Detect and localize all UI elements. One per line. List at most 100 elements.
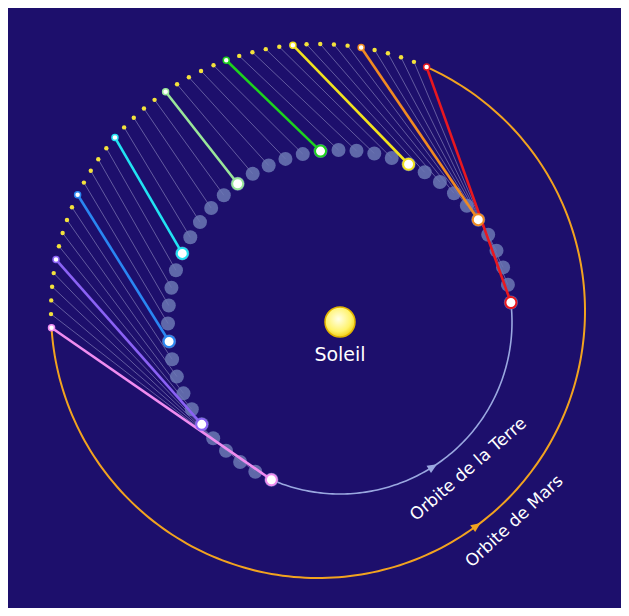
mars-key-position bbox=[163, 89, 169, 95]
mars-orbit bbox=[52, 67, 585, 578]
mars-dot bbox=[70, 205, 74, 209]
earth-key-position bbox=[164, 336, 175, 347]
mars-dot bbox=[211, 63, 215, 67]
mars-arrow bbox=[470, 523, 480, 532]
mars-dot bbox=[50, 285, 54, 289]
mars-dot bbox=[399, 55, 403, 59]
mars-dot bbox=[291, 43, 295, 47]
mars-dot bbox=[345, 43, 349, 47]
earth-key-position bbox=[505, 297, 516, 308]
sight-line bbox=[72, 207, 172, 359]
sight-line bbox=[239, 56, 338, 150]
mars-dot bbox=[424, 65, 428, 69]
mars-dot bbox=[113, 135, 117, 139]
sight-lines bbox=[51, 44, 511, 480]
earth-key-position bbox=[473, 214, 484, 225]
earth-dot bbox=[161, 317, 175, 331]
sight-line bbox=[177, 84, 253, 174]
earth-key-position bbox=[177, 248, 188, 259]
earth-dot bbox=[170, 370, 184, 384]
earth-dot bbox=[331, 143, 345, 157]
mars-dot bbox=[332, 42, 336, 46]
earth-key-position bbox=[403, 159, 414, 170]
mars-dot bbox=[75, 193, 79, 197]
earth-dot bbox=[262, 158, 276, 172]
mars-dot bbox=[318, 42, 322, 46]
mars-dot bbox=[187, 75, 191, 79]
mars-dot bbox=[122, 125, 126, 129]
key-sight-line bbox=[52, 328, 272, 480]
mars-key-position bbox=[75, 192, 81, 198]
key-sight-line bbox=[166, 92, 238, 184]
mars-key-position bbox=[49, 325, 55, 331]
key-sightings bbox=[49, 42, 517, 485]
earth-dot bbox=[504, 296, 518, 310]
earth-dot bbox=[246, 167, 260, 181]
sight-line bbox=[427, 67, 511, 302]
sight-line bbox=[134, 118, 200, 222]
sight-line bbox=[293, 45, 409, 164]
mars-dot bbox=[57, 244, 61, 248]
earth-key-position bbox=[232, 178, 243, 189]
sight-line bbox=[201, 71, 285, 159]
mars-key-position bbox=[290, 42, 296, 48]
mars-key-position bbox=[358, 45, 364, 51]
mars-dot bbox=[52, 271, 56, 275]
sight-line bbox=[214, 65, 303, 154]
mars-dot bbox=[304, 42, 308, 46]
earth-arrow bbox=[427, 464, 438, 473]
earth-dot bbox=[164, 281, 178, 295]
sight-line bbox=[307, 44, 425, 172]
mars-dot bbox=[132, 116, 136, 120]
earth-key-position bbox=[315, 146, 326, 157]
sight-line bbox=[106, 148, 176, 270]
mars-dot bbox=[163, 90, 167, 94]
sight-line bbox=[320, 44, 440, 182]
mars-dot bbox=[199, 69, 203, 73]
mars-key-position bbox=[424, 64, 430, 70]
sight-line bbox=[52, 328, 272, 480]
earth-key-position bbox=[266, 474, 277, 485]
mars-dot bbox=[54, 257, 58, 261]
sight-line bbox=[115, 138, 182, 254]
mars-dot bbox=[264, 47, 268, 51]
mars-dot bbox=[175, 82, 179, 86]
earth-dot bbox=[204, 201, 218, 215]
sun-label: Soleil bbox=[314, 344, 365, 365]
mars-dot bbox=[96, 157, 100, 161]
sight-line bbox=[78, 195, 169, 342]
earth-dot bbox=[278, 152, 292, 166]
mars-dot bbox=[49, 326, 53, 330]
mars-dot bbox=[372, 48, 376, 52]
earth-dot bbox=[183, 230, 197, 244]
sight-line bbox=[279, 47, 391, 158]
key-sight-line bbox=[115, 138, 182, 254]
mars-dot bbox=[277, 45, 281, 49]
mars-dot bbox=[65, 218, 69, 222]
mars-dot bbox=[359, 45, 363, 49]
mars-dot bbox=[237, 54, 241, 58]
key-sight-line bbox=[226, 60, 320, 151]
earth-dot bbox=[175, 246, 189, 260]
sun bbox=[325, 307, 355, 337]
sight-line bbox=[155, 100, 224, 195]
sight-line bbox=[266, 49, 375, 153]
earth-dot bbox=[169, 263, 183, 277]
mars-dot bbox=[152, 98, 156, 102]
earth-dot bbox=[162, 334, 176, 348]
earth-dot bbox=[193, 215, 207, 229]
mars-dot bbox=[49, 298, 53, 302]
mars-dot bbox=[89, 169, 93, 173]
earth-dot bbox=[162, 299, 176, 313]
sight-line bbox=[144, 109, 211, 209]
earth-dot bbox=[433, 175, 447, 189]
sight-line bbox=[166, 92, 238, 184]
mars-positions bbox=[49, 42, 429, 330]
mars-key-position bbox=[223, 57, 229, 63]
earth-dot bbox=[217, 188, 231, 202]
mars-key-position bbox=[112, 135, 118, 141]
mars-dot bbox=[412, 60, 416, 64]
mars-dot bbox=[224, 58, 228, 62]
mars-dot bbox=[49, 312, 53, 316]
